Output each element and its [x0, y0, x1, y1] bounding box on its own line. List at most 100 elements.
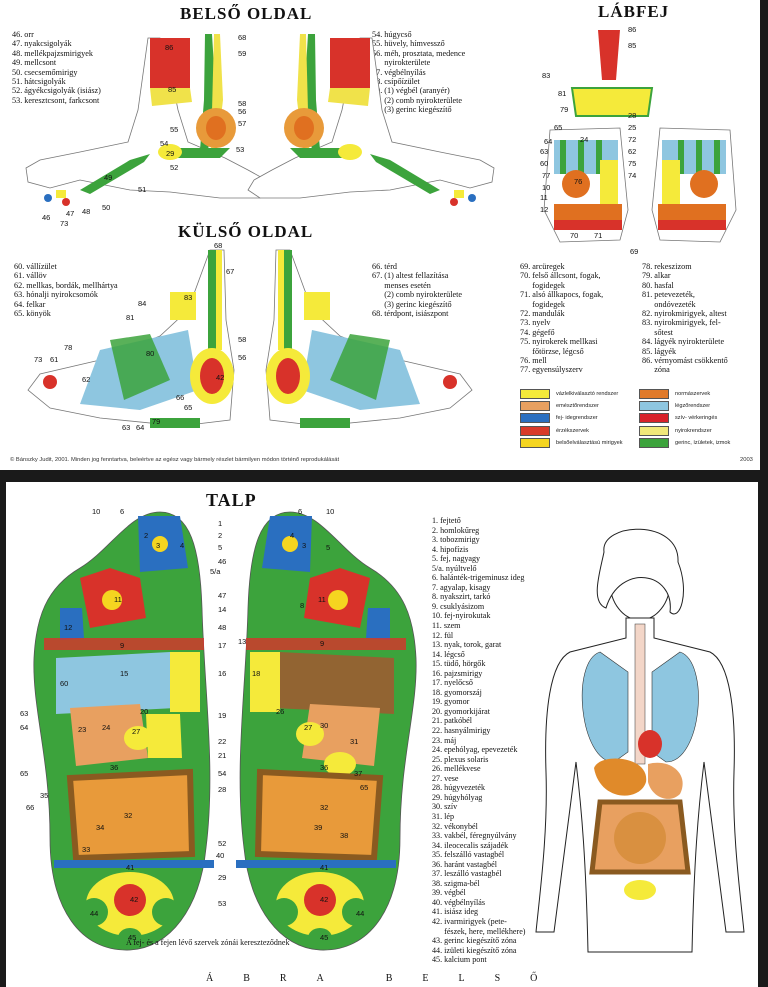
zone-number-label: 54 [160, 139, 168, 148]
talp-list-item: 6. halánték-trigeminusz ideg [432, 573, 525, 583]
talp-list-item: 16. pajzsmirigy [432, 668, 483, 678]
color-legend: vázlelkiválasztó rendszer normászervek emé… [520, 388, 758, 450]
zone-51-left [80, 154, 150, 194]
legend-entry: érzékszervek [520, 425, 639, 436]
belso-left-item: 48. mellékpajzsmirigyek [12, 48, 93, 58]
talp-list-item: 15. tüdő, hörgők [432, 659, 486, 669]
talp-list-item: 32. vékonybél [432, 821, 478, 831]
zone-number-label: 74 [628, 171, 636, 180]
zone-number-label: 3 [156, 541, 160, 550]
zone-number-label: 80 [146, 349, 154, 358]
legend-swatch [520, 388, 550, 399]
labfej-right-item: 79. alkar [642, 271, 671, 281]
legend-entry: emésztőrendszer [520, 400, 639, 411]
kulso-left-item: 62. mellkas, bordák, mellhártya [14, 280, 118, 290]
zone-number-label: 11 [114, 595, 122, 604]
legend-row: emésztőrendszer légzőrendszer [520, 400, 758, 411]
labfej-left-item: 69. arcüregek [520, 262, 565, 271]
zone-number-label: 10 [326, 508, 334, 516]
labfej-right-item: ondóvezeték [642, 299, 696, 309]
zone-number-label: 77 [542, 171, 550, 180]
zone-number-label: 51 [138, 185, 146, 194]
zone-number-label: 23 [78, 725, 86, 734]
zone-number-label: 84 [138, 299, 146, 308]
talp-list-item: 44. izületi kiegészítő zóna [432, 945, 517, 955]
zone-number-label: 17 [218, 641, 226, 650]
legend-label: normászervek [675, 390, 711, 397]
zone-number-label: 52 [218, 839, 226, 848]
kulso-right-item: 66. térd [372, 262, 398, 271]
zone-number-label: 41 [320, 863, 328, 872]
zone-number-label: 67 [226, 267, 234, 276]
talp-list-item: 3. tobozmirigy [432, 535, 480, 545]
talp-list-item: 33. vakbél, féregnyúlvány [432, 831, 517, 841]
zone-number-label: 65 [184, 403, 192, 412]
belso-left-item: 52. ágyékcsigolyák (isiász) [12, 86, 101, 96]
zone-number-label: 56 [238, 107, 246, 116]
legend-entry: vázlelkiválasztó rendszer [520, 388, 639, 399]
zone-number-label: 64 [20, 723, 28, 732]
zone-number-label: 15 [120, 669, 128, 678]
legend-entry: belsőelválasztású mirigyek [520, 438, 639, 449]
zone-number-label: 4 [290, 531, 294, 540]
zone-number-label: 49 [104, 173, 112, 182]
zone-number-label: 1 [218, 519, 222, 528]
legend-label: gerinc, ízületek, izmok [675, 440, 731, 447]
zone-number-label: 78 [64, 343, 72, 352]
talp-number-labels: 1061234111291560232463642720656635363432… [20, 508, 368, 942]
talp-list-item: 5. fej, nagyagy [432, 554, 481, 564]
talp-list-item: 17. nyelőcső [432, 678, 473, 688]
zone-number-label: 73 [60, 219, 68, 228]
labfej-right-item: 84. lágyék nyirokterülete [642, 337, 725, 347]
legend-label: emésztőrendszer [556, 402, 599, 409]
legend-entry: fej- idegrendszer [520, 413, 639, 424]
zone-number-label: 63 [540, 147, 548, 156]
belso-left-item: 51. hátcsigolyák [12, 77, 66, 87]
zone-number-label: 79 [560, 105, 568, 114]
kulso-right-item: menses esetén [372, 280, 431, 290]
zone-number-label: 26 [276, 707, 284, 716]
zone-number-label: 12 [64, 623, 72, 632]
zone-number-label: 72 [628, 135, 636, 144]
small-intestine [614, 812, 666, 864]
zone-47-left [56, 190, 66, 198]
zone-number-label: 16 [218, 669, 226, 678]
zone-number-label: 85 [628, 41, 636, 50]
labfej-left-item: fogidegek [520, 280, 566, 290]
zone-number-label: 58 [238, 335, 246, 344]
zone-number-label: 45 [128, 933, 136, 942]
zone-number-label: 65 [360, 783, 368, 792]
title-kulso-oldal: KÜLSŐ OLDAL [178, 222, 314, 241]
talp-list-item: 42. ivarmirigyek (pete- [432, 916, 507, 926]
zone-number-label: 5 [326, 543, 330, 552]
zone-number-label: 42 [130, 895, 138, 904]
zone-number-label: 68 [214, 241, 222, 250]
labfej-left-item: 77. egyensúlyszerv [520, 365, 583, 375]
belso-right-item: nyirokterülete [372, 58, 431, 68]
title-talp: TALP [206, 490, 257, 510]
talp-list-item: 39. végbél [432, 888, 466, 898]
zone-number-label: 5/a [210, 567, 221, 576]
zone-85-left [150, 88, 192, 106]
zone-number-label: 10 [92, 508, 100, 516]
zone-number-label: 36 [110, 763, 118, 772]
legend-label: légzőrendszer [675, 402, 711, 409]
zone-number-label: 32 [320, 803, 328, 812]
talp-list-item: 22. hasnyálmirigy [432, 726, 491, 736]
hair-outline [596, 528, 684, 615]
zone-number-label: 57 [238, 119, 246, 128]
body-figure [535, 528, 745, 953]
belso-left-item: 49. mellcsont [12, 58, 57, 68]
zone-number-label: 47 [66, 209, 74, 218]
zone-number-label: 47 [218, 591, 226, 600]
talp-list-item: 14. légcső [432, 649, 465, 659]
legend-swatch [520, 438, 550, 449]
legend-label: belsőelválasztású mirigyek [556, 440, 623, 447]
